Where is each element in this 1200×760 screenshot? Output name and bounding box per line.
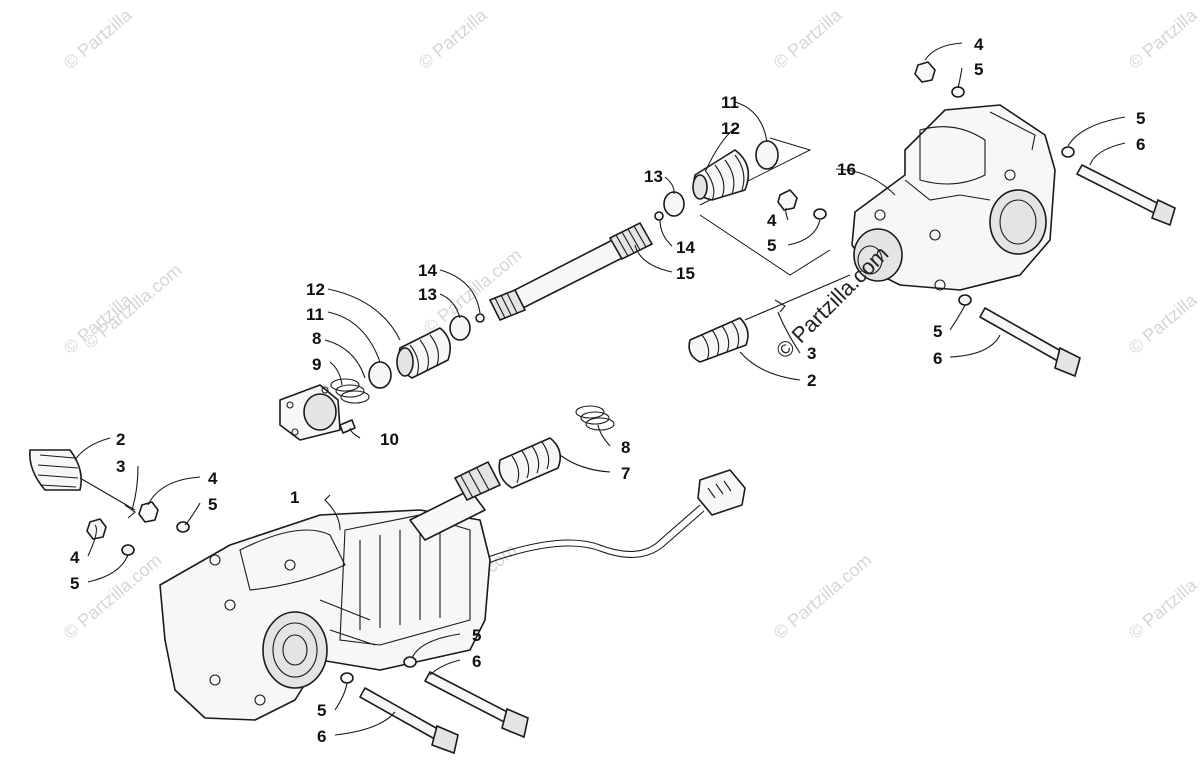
watermark: © Partzilla.com xyxy=(80,260,186,353)
clip xyxy=(124,504,136,519)
callout-3: 3 xyxy=(807,344,816,363)
callout-3: 3 xyxy=(116,457,125,476)
callout-8: 8 xyxy=(621,438,630,457)
shaft-boot xyxy=(498,437,561,489)
o-ring xyxy=(449,315,471,341)
long-bolt xyxy=(979,307,1081,378)
callout-6: 6 xyxy=(1136,135,1145,154)
callout-5: 5 xyxy=(767,236,776,255)
callout-1: 1 xyxy=(290,488,299,507)
snap-ring xyxy=(654,211,664,221)
leader-lines xyxy=(74,42,1126,736)
callout-6: 6 xyxy=(472,652,481,671)
clip xyxy=(774,299,786,313)
bolt-small xyxy=(339,419,356,434)
callout-14: 14 xyxy=(418,261,437,280)
callout-5: 5 xyxy=(974,60,983,79)
clamp-ring xyxy=(368,361,392,389)
clamp-ring xyxy=(755,140,779,170)
wire-harness xyxy=(479,504,701,561)
connector xyxy=(697,469,746,516)
callout-8: 8 xyxy=(312,329,321,348)
washer xyxy=(813,208,827,220)
callout-5: 5 xyxy=(70,574,79,593)
watermark: © Partzilla xyxy=(1125,289,1200,358)
nut xyxy=(914,61,936,83)
callout-5: 5 xyxy=(317,701,326,720)
nut xyxy=(777,189,798,211)
callout-5: 5 xyxy=(472,626,481,645)
watermark: © Partzilla xyxy=(770,4,847,73)
long-bolt xyxy=(359,687,459,755)
callout-4: 4 xyxy=(208,469,218,488)
watermark: © Partzilla xyxy=(1125,574,1200,643)
spring xyxy=(575,405,615,431)
callout-2: 2 xyxy=(807,371,816,390)
callout-4: 4 xyxy=(70,548,80,567)
watermark: © Partzilla xyxy=(415,4,492,73)
washer xyxy=(958,294,972,306)
callout-10: 10 xyxy=(380,430,399,449)
watermark: © Partzilla xyxy=(60,4,137,73)
washer xyxy=(951,86,965,98)
long-bolt xyxy=(1076,164,1176,227)
callout-4: 4 xyxy=(974,35,984,54)
callout-labels: 1 2 2 3 3 4 4 4 4 5 5 5 5 5 5 5 5 6 6 6 … xyxy=(70,35,1145,746)
callout-7: 7 xyxy=(621,464,630,483)
watermark: © Partzilla xyxy=(1125,4,1200,73)
callout-9: 9 xyxy=(312,355,321,374)
callout-11: 11 xyxy=(306,305,324,324)
callout-15: 15 xyxy=(676,264,695,283)
spring xyxy=(330,378,370,404)
front-gearcase xyxy=(159,460,502,721)
washer xyxy=(121,544,135,556)
callout-12: 12 xyxy=(306,280,325,299)
axle-boot xyxy=(688,317,749,363)
callout-16: 16 xyxy=(837,160,856,179)
callout-13: 13 xyxy=(644,167,663,186)
callout-12: 12 xyxy=(721,119,740,138)
driveshaft xyxy=(488,221,654,322)
washer xyxy=(403,656,417,668)
watermark: © Partzilla.com xyxy=(770,550,876,643)
o-ring xyxy=(663,191,685,217)
boot-upper xyxy=(692,149,750,201)
snap-ring xyxy=(475,313,485,323)
callout-6: 6 xyxy=(317,727,326,746)
watermark: © Partzilla.com xyxy=(771,241,894,364)
boot-lower xyxy=(396,327,451,379)
washer xyxy=(176,521,190,533)
callout-2: 2 xyxy=(116,430,125,449)
flange-plate xyxy=(279,384,341,441)
washer xyxy=(1061,146,1075,158)
callout-5: 5 xyxy=(1136,109,1145,128)
callout-14: 14 xyxy=(676,238,695,257)
callout-13: 13 xyxy=(418,285,437,304)
nut xyxy=(138,501,159,523)
callout-4: 4 xyxy=(767,211,777,230)
callout-5: 5 xyxy=(933,322,942,341)
callout-6: 6 xyxy=(933,349,942,368)
callout-5: 5 xyxy=(208,495,217,514)
axle-boot xyxy=(28,449,83,491)
washer xyxy=(340,672,354,684)
rear-gearcase-housing xyxy=(851,104,1056,291)
long-bolt xyxy=(424,671,529,739)
callout-11: 11 xyxy=(721,93,739,112)
lower-assembly xyxy=(28,405,746,755)
